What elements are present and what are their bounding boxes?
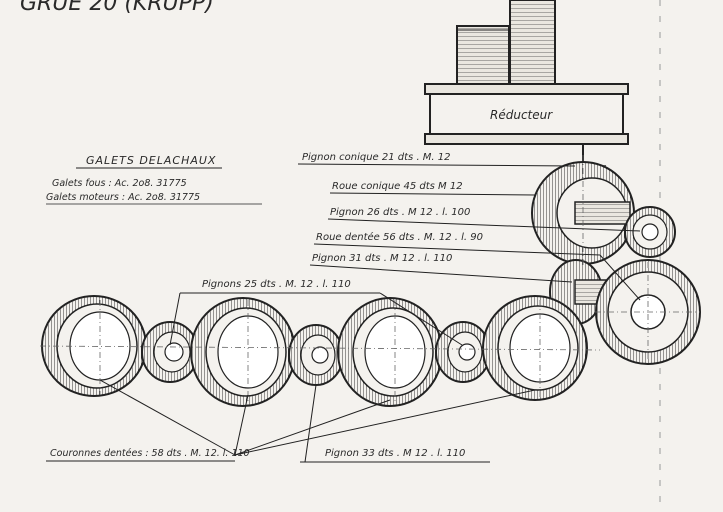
- callout-couronnes: Couronnes dentées : 58 dts . M. 12. l. 1…: [46, 379, 536, 462]
- legend-block: GALETS DELACHAUX Galets fous : Ac. 2o8. …: [46, 154, 262, 205]
- svg-text:Roue conique 45 dts M 12: Roue conique 45 dts M 12: [332, 181, 463, 192]
- reducer-box: Réducteur: [424, 83, 629, 145]
- pinion-33: [288, 324, 344, 386]
- svg-text:Couronnes dentées : 58 dts . M: Couronnes dentées : 58 dts . M. 12. l. 1…: [50, 448, 250, 459]
- drawing-title: GRUE 20 (KRUPP): [20, 0, 214, 16]
- svg-text:Pignons 25 dts . M. 12 . l. 11: Pignons 25 dts . M. 12 . l. 110: [202, 279, 351, 290]
- callout-roue-conique: Roue conique 45 dts M 12: [329, 181, 536, 196]
- callout-pignon-33: Pignon 33 dts . M 12 . l. 110: [300, 384, 490, 463]
- reducer-label: Réducteur: [490, 108, 553, 122]
- svg-text:Pignon 33 dts . M 12 . l. 110: Pignon 33 dts . M 12 . l. 110: [325, 448, 465, 459]
- svg-text:Pignon conique 21 dts . M. 12: Pignon conique 21 dts . M. 12: [302, 152, 451, 163]
- centerlines: [39, 155, 700, 405]
- svg-text:Roue dentée 56 dts . M. 12 . l: Roue dentée 56 dts . M. 12 . l. 90: [316, 231, 483, 243]
- toothed-crown-2: [190, 297, 296, 407]
- callout-roue-dentee-56: Roue dentée 56 dts . M. 12 . l. 90: [313, 231, 641, 301]
- motor-right: [509, 0, 556, 85]
- callout-pignon-conique: Pignon conique 21 dts . M. 12: [297, 152, 576, 167]
- legend-heading: GALETS DELACHAUX: [86, 154, 216, 167]
- pinion-26: [624, 206, 676, 258]
- pinion-25-2: [435, 321, 491, 383]
- toothed-crown-3: [337, 297, 443, 407]
- callout-pignon-26: Pignon 26 dts . M 12 . l. 100: [327, 207, 641, 232]
- legend-line-2: Galets moteurs : Ac. 2o8. 31775: [46, 192, 200, 203]
- callout-pignon-31: Pignon 31 dts . M 12 . l. 110: [309, 253, 573, 283]
- svg-text:Pignon 31 dts . M 12 . l. 110: Pignon 31 dts . M 12 . l. 110: [312, 253, 452, 264]
- motor-left: [456, 25, 510, 85]
- callout-pignons-25: Pignons 25 dts . M. 12 . l. 110: [169, 279, 463, 346]
- pinion-25-1: [141, 321, 199, 383]
- svg-text:Pignon 26 dts . M 12 . l. 100: Pignon 26 dts . M 12 . l. 100: [330, 207, 470, 218]
- legend-line-1: Galets fous : Ac. 2o8. 31775: [52, 178, 187, 189]
- toothed-crown-4: [482, 295, 588, 401]
